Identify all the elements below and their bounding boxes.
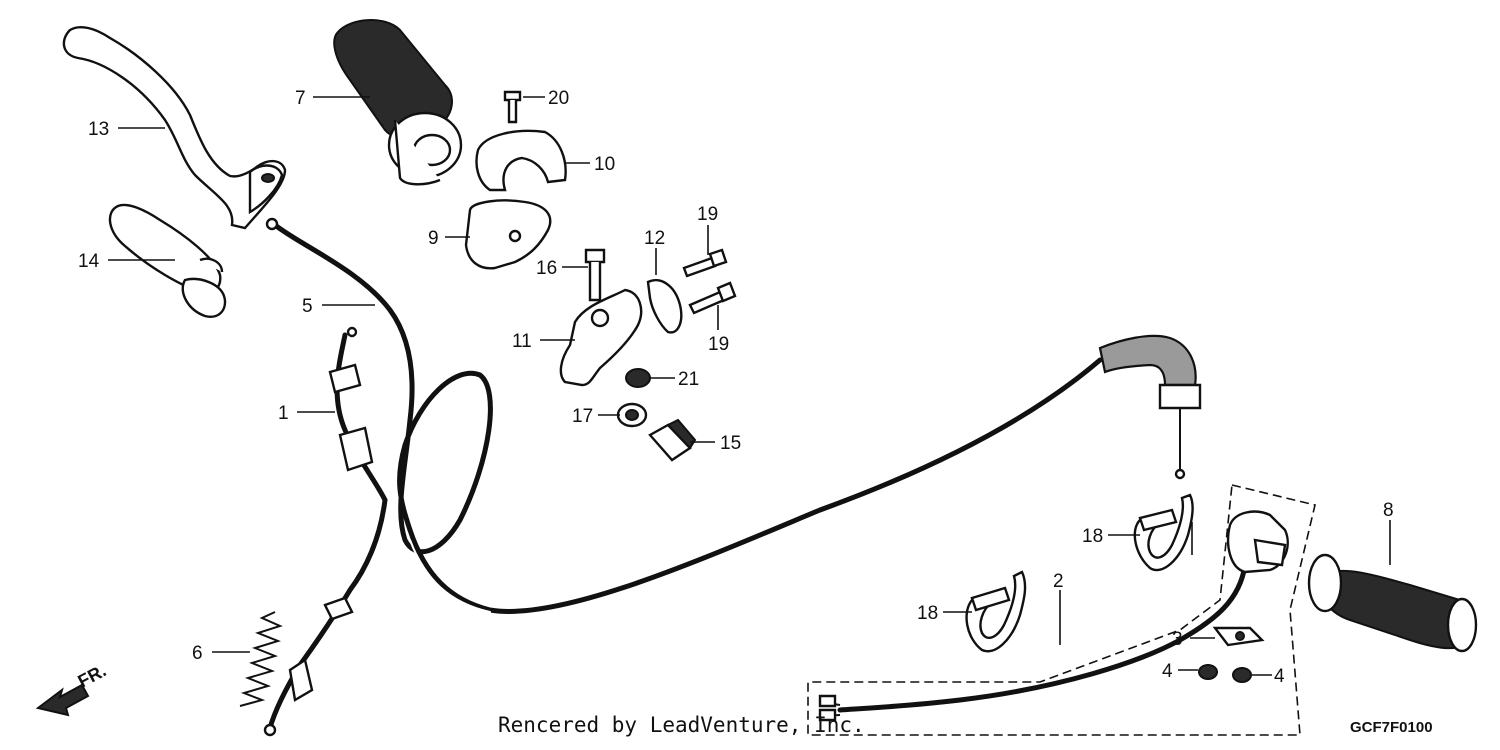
callout-16[interactable]: 16 xyxy=(536,258,557,279)
lever-cover-part-14[interactable] xyxy=(108,203,227,318)
front-direction-arrow: FR. xyxy=(35,660,109,717)
callout-20[interactable]: 20 xyxy=(548,88,569,109)
diagram-code: GCF7F0100 xyxy=(1350,719,1433,736)
callout-21[interactable]: 21 xyxy=(678,369,699,390)
callout-7[interactable]: 7 xyxy=(295,88,306,109)
throttle-housing-lower-part-9[interactable] xyxy=(464,199,552,270)
spring-part-6[interactable] xyxy=(239,611,283,707)
callout-6[interactable]: 6 xyxy=(192,643,203,664)
callout-4-right[interactable]: 4 xyxy=(1274,666,1285,687)
callout-2[interactable]: 2 xyxy=(1053,571,1064,592)
callout-12[interactable]: 12 xyxy=(644,228,665,249)
callout-1[interactable]: 1 xyxy=(278,403,289,424)
screw-part-4-left[interactable] xyxy=(1198,664,1218,680)
lever-holder-part-11[interactable] xyxy=(559,288,643,387)
leader-lines xyxy=(108,96,1391,676)
callout-5[interactable]: 5 xyxy=(302,296,313,317)
clutch-cable-part-1[interactable] xyxy=(263,326,388,737)
callout-11[interactable]: 11 xyxy=(512,331,532,352)
callout-19-upper[interactable]: 19 xyxy=(697,204,718,225)
throttle-cable-elbow[interactable] xyxy=(1098,334,1202,480)
cable-clamp-part-18-lower[interactable] xyxy=(965,570,1027,653)
screw-part-4-right[interactable] xyxy=(1232,667,1252,683)
nut-part-21[interactable] xyxy=(625,368,651,388)
switch-plate-part-3[interactable] xyxy=(1212,626,1265,647)
clutch-lever-part-13[interactable] xyxy=(62,26,287,230)
washer-part-17[interactable] xyxy=(616,402,648,428)
callout-8[interactable]: 8 xyxy=(1383,500,1394,521)
callout-9[interactable]: 9 xyxy=(428,228,439,249)
bolt-part-19-lower[interactable] xyxy=(688,281,737,315)
callout-15[interactable]: 15 xyxy=(720,433,741,454)
adjuster-screw-part-16[interactable] xyxy=(584,248,606,302)
callout-labels: 7 13 14 5 1 6 20 10 9 16 12 19 19 11 21 … xyxy=(78,88,1394,687)
callout-18-upper[interactable]: 18 xyxy=(1082,526,1103,547)
screw-part-20[interactable] xyxy=(503,90,522,124)
cable-clamp-part-18-upper[interactable] xyxy=(1133,493,1194,572)
callout-10[interactable]: 10 xyxy=(594,154,615,175)
callout-14[interactable]: 14 xyxy=(78,251,100,272)
pivot-bolt-part-15[interactable] xyxy=(648,418,697,462)
lever-holder-clamp-part-12[interactable] xyxy=(646,279,683,334)
bolt-part-19-upper[interactable] xyxy=(682,248,728,278)
callout-3[interactable]: 3 xyxy=(1172,629,1183,650)
throttle-grip-part-7[interactable] xyxy=(333,19,463,186)
watermark-text: Rencered by LeadVenture, Inc. xyxy=(498,713,865,737)
throttle-cable-part-5[interactable] xyxy=(265,217,1103,614)
throttle-housing-upper-part-10[interactable] xyxy=(475,129,567,192)
switch-harness-part-2[interactable] xyxy=(818,510,1289,722)
callout-4-left[interactable]: 4 xyxy=(1162,661,1173,682)
callout-13[interactable]: 13 xyxy=(88,119,109,140)
callout-17[interactable]: 17 xyxy=(572,406,593,427)
callout-19-lower[interactable]: 19 xyxy=(708,334,729,355)
callout-18-lower[interactable]: 18 xyxy=(917,603,938,624)
left-grip-part-8[interactable] xyxy=(1307,553,1478,653)
